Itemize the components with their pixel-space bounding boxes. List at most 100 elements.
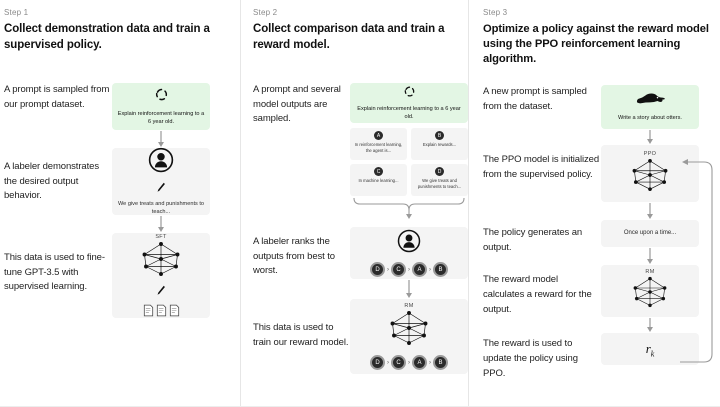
step-3-label: Step 3: [483, 8, 508, 17]
output-box-c: C In machine learning...: [350, 164, 407, 197]
step-3-caption-3: The policy generates an output.: [483, 227, 583, 254]
output-badge-c: C: [374, 167, 383, 177]
step-2-caption-3: This data is used to train our reward mo…: [253, 322, 349, 348]
output-text-a: In reinforcement learning, the agent is.…: [354, 142, 403, 153]
output-box-a: A In reinforcement learning, the agent i…: [350, 128, 407, 161]
step-3-reward-box: rk: [601, 333, 699, 366]
arrow-down-2: [112, 215, 210, 233]
person-icon: [397, 229, 421, 258]
output-badge-a: A: [374, 131, 383, 141]
brace-and-arrow-icon: [350, 196, 468, 225]
arrow-down-1: [112, 130, 210, 148]
step-2-flow-2: D › C › A › B: [350, 227, 468, 299]
step-1-sft-box: SFT: [112, 233, 210, 319]
rank-separator-2: ›: [408, 266, 410, 273]
rank-badge-1: D: [370, 262, 385, 278]
step-1-prompt-text: Explain reinforcement learning to a 6 ye…: [117, 110, 205, 126]
step-2-flow-3: RM: [350, 299, 468, 375]
neural-network-icon: [137, 241, 185, 282]
step-3-flow-3: Once upon a time...: [601, 220, 699, 265]
recycle-icon: [403, 85, 416, 103]
step-2-flow-1: Explain reinforcement learning to a 6 ye…: [350, 83, 468, 225]
step-1-labeler-text: We give treats and punishments to teach.…: [117, 200, 205, 216]
reward-symbol: rk: [645, 340, 655, 359]
step-2-label: Step 2: [253, 8, 278, 17]
step-1-prompt-box: Explain reinforcement learning to a 6 ye…: [112, 83, 210, 131]
step-3-flow-2: PPO: [601, 145, 699, 220]
step-3-ppo-box: PPO: [601, 145, 699, 203]
step-1-rows: A prompt is sampled from our prompt data…: [4, 83, 240, 319]
step-1-label: Step 1: [4, 8, 29, 17]
output-text-d: We give treats and punishments to teach.…: [417, 178, 462, 189]
step-3-title: Optimize a policy against the reward mod…: [483, 23, 709, 66]
step-3-flow-1: Write a story about otters.: [601, 85, 699, 145]
arrow-down-4: [601, 129, 699, 145]
step-1-flow-1: Explain reinforcement learning to a 6 ye…: [112, 83, 210, 148]
arrow-down-3: [350, 279, 468, 299]
step-1-row-3: This data is used to fine-tune GPT-3.5 w…: [4, 233, 240, 319]
output-box-d: D We give treats and punishments to teac…: [411, 164, 468, 197]
rank-separator-3: ›: [429, 266, 431, 273]
ranking-row-rm: D › C › A › B: [370, 355, 448, 371]
step-3-output-text: Once upon a time...: [623, 230, 677, 237]
rm-rank-badge-3: A: [412, 355, 427, 371]
step-3-prompt-box: Write a story about otters.: [601, 85, 699, 130]
step-2-row-2: A labeler ranks the outputs from best to…: [253, 227, 468, 299]
step-2-title: Collect comparison data and train a rewa…: [253, 23, 445, 51]
step-1-title: Collect demonstration data and train a s…: [4, 23, 210, 51]
step-2-prompt-text: Explain reinforcement learning to a 6 ye…: [357, 105, 461, 121]
step-3-rm-label: RM: [645, 269, 655, 276]
rm-rank-badge-2: C: [391, 355, 406, 371]
step-2-prompt-box: Explain reinforcement learning to a 6 ye…: [350, 83, 468, 124]
step-2-outputs: A In reinforcement learning, the agent i…: [350, 128, 468, 197]
step-2-caption-1: A prompt and several model outputs are s…: [253, 84, 341, 125]
arrow-down-7: [601, 317, 699, 333]
step-3-caption-2: The PPO model is initialized from the su…: [483, 154, 600, 181]
rm-rank-separator-1: ›: [387, 359, 389, 366]
step-3-caption-5: The reward is used to update the policy …: [483, 338, 578, 379]
step-1-labeler-box: We give treats and punishments to teach.…: [112, 147, 210, 216]
step-3-column: Step 3 Optimize a policy against the rew…: [468, 0, 720, 407]
pencil-icon: [156, 283, 166, 301]
rank-separator-1: ›: [387, 266, 389, 273]
neural-network-icon: [385, 310, 433, 351]
rm-rank-separator-3: ›: [429, 359, 431, 366]
step-2-row-1: A prompt and several model outputs are s…: [253, 83, 468, 225]
step-3-row-2: The PPO model is initialized from the su…: [483, 145, 720, 220]
recycle-icon: [154, 87, 169, 107]
person-icon: [148, 147, 174, 178]
step-3-rm-box: RM: [601, 265, 699, 318]
step-3-caption-4: The reward model calculates a reward for…: [483, 274, 592, 315]
documents-icon: [143, 304, 180, 317]
step-3-row-4: The reward model calculates a reward for…: [483, 265, 720, 333]
step-1-column: Step 1 Collect demonstration data and tr…: [0, 0, 240, 407]
arrow-down-6: [601, 247, 699, 265]
step-2-ranking-box: D › C › A › B: [350, 227, 468, 280]
step-3-row-1: A new prompt is sampled from the dataset…: [483, 85, 720, 145]
step-2-caption-2: A labeler ranks the outputs from best to…: [253, 236, 335, 277]
step-1-caption-1: A prompt is sampled from our prompt data…: [4, 84, 110, 110]
step-1-flow-3: SFT: [112, 233, 210, 319]
neural-network-icon: [627, 158, 673, 197]
step-3-row-3: The policy generates an output. Once upo…: [483, 220, 720, 265]
output-badge-d: D: [435, 167, 444, 177]
step-1-flow-2: We give treats and punishments to teach.…: [112, 147, 210, 233]
step-2-rm-box: RM: [350, 299, 468, 375]
step-3-ppo-label: PPO: [643, 150, 657, 157]
step-1-row-2: A labeler demonstrates the desired outpu…: [4, 147, 240, 233]
rm-rank-badge-4: B: [433, 355, 448, 371]
step-3-rows: A new prompt is sampled from the dataset…: [483, 85, 720, 381]
feedback-loop-arrow: [672, 150, 718, 373]
rank-badge-2: C: [391, 262, 406, 278]
output-text-c: In machine learning...: [358, 178, 399, 184]
step-1-sft-label: SFT: [155, 234, 167, 241]
step-3-flow-4: RM: [601, 265, 699, 333]
rank-badge-3: A: [412, 262, 427, 278]
step-1-row-1: A prompt is sampled from our prompt data…: [4, 83, 240, 148]
output-box-b: B Explain rewards...: [411, 128, 468, 161]
rank-badge-4: B: [433, 262, 448, 278]
rm-rank-separator-2: ›: [408, 359, 410, 366]
step-2-column: Step 2 Collect comparison data and train…: [240, 0, 468, 407]
step-2-rm-label: RM: [404, 303, 414, 310]
